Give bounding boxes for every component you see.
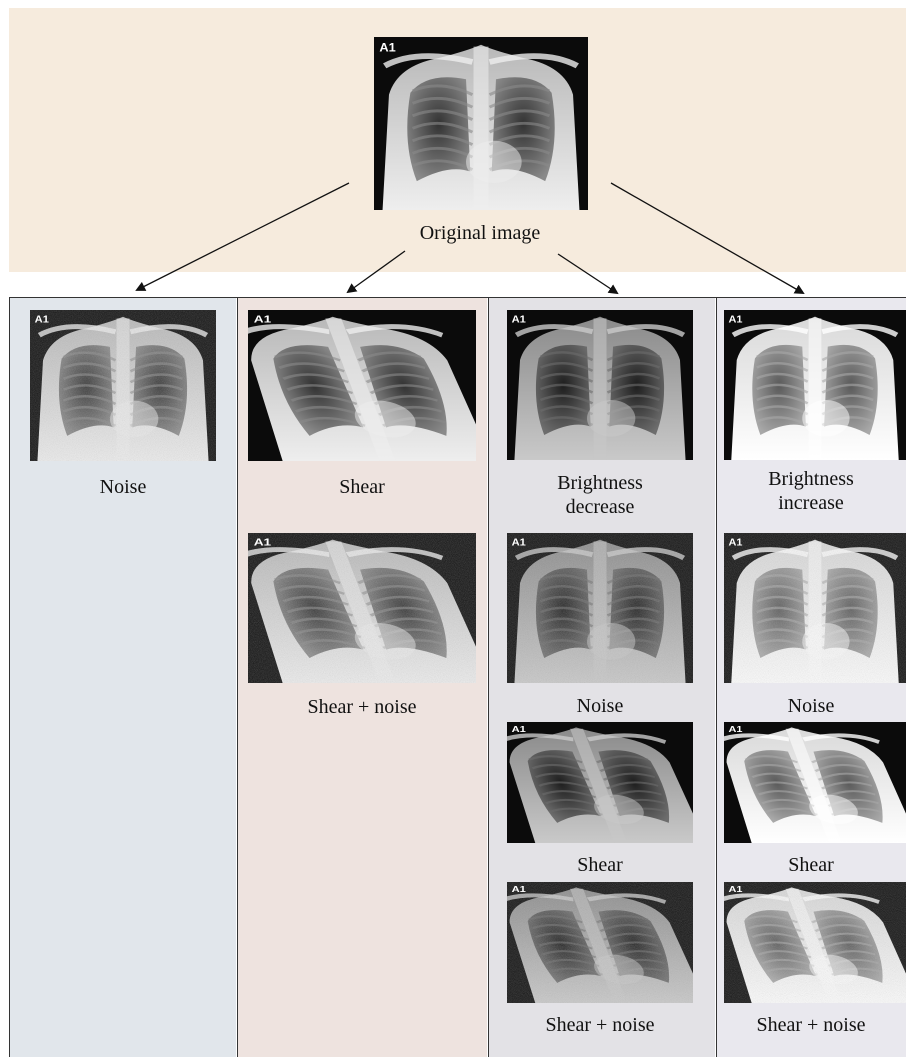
original-caption: Original image: [380, 221, 580, 245]
xray-bright-noise: A1: [724, 533, 906, 683]
svg-text:A1: A1: [254, 536, 272, 548]
xray-brightness-increase: A1: [724, 310, 906, 460]
xray-noise: A1: [30, 310, 216, 461]
xray-bright-shear-noise: A1: [724, 882, 906, 1003]
svg-text:A1: A1: [35, 314, 49, 325]
caption-dark-noise: Noise: [507, 694, 693, 718]
svg-text:A1: A1: [379, 41, 396, 54]
svg-text:A1: A1: [512, 537, 526, 548]
caption-dark-shear: Shear: [507, 853, 693, 877]
xray-dark-noise: A1: [507, 533, 693, 683]
xray-dark-shear: A1: [507, 722, 693, 843]
caption-brightness-increase-line1: Brightness: [716, 467, 906, 491]
xray-bright-shear: A1: [724, 722, 906, 843]
caption-bright-shear: Shear: [716, 853, 906, 877]
caption-shear: Shear: [248, 475, 476, 499]
caption-brightness-decrease-line2: decrease: [507, 495, 693, 519]
xray-brightness-decrease: A1: [507, 310, 693, 460]
svg-text:A1: A1: [729, 315, 743, 326]
xray-dark-shear-noise: A1: [507, 882, 693, 1003]
caption-brightness-increase-line2: increase: [716, 491, 906, 515]
caption-dark-shear-noise: Shear + noise: [500, 1013, 700, 1037]
svg-text:A1: A1: [512, 314, 526, 325]
caption-bright-shear-noise: Shear + noise: [716, 1013, 906, 1037]
arrow-to-brightness-decrease: [558, 254, 617, 293]
caption-shear-noise: Shear + noise: [248, 695, 476, 719]
caption-brightness-decrease: Brightness decrease: [507, 471, 693, 519]
svg-text:A1: A1: [729, 885, 744, 894]
arrow-to-shear: [348, 251, 405, 292]
caption-brightness-decrease-line1: Brightness: [507, 471, 693, 495]
svg-text:A1: A1: [512, 885, 527, 894]
caption-brightness-increase: Brightness increase: [716, 467, 906, 515]
svg-text:A1: A1: [254, 313, 272, 325]
svg-text:A1: A1: [729, 538, 743, 549]
svg-text:A1: A1: [512, 725, 527, 734]
arrow-to-noise: [137, 183, 349, 290]
column-left-border: [9, 298, 10, 1057]
caption-noise: Noise: [30, 475, 216, 499]
xray-shear: A1: [248, 310, 476, 461]
svg-text:A1: A1: [729, 725, 744, 734]
xray-shear-noise: A1: [248, 533, 476, 683]
caption-bright-noise: Noise: [716, 694, 906, 718]
original-xray: A1: [374, 37, 588, 210]
arrow-to-brightness-increase: [611, 183, 803, 293]
